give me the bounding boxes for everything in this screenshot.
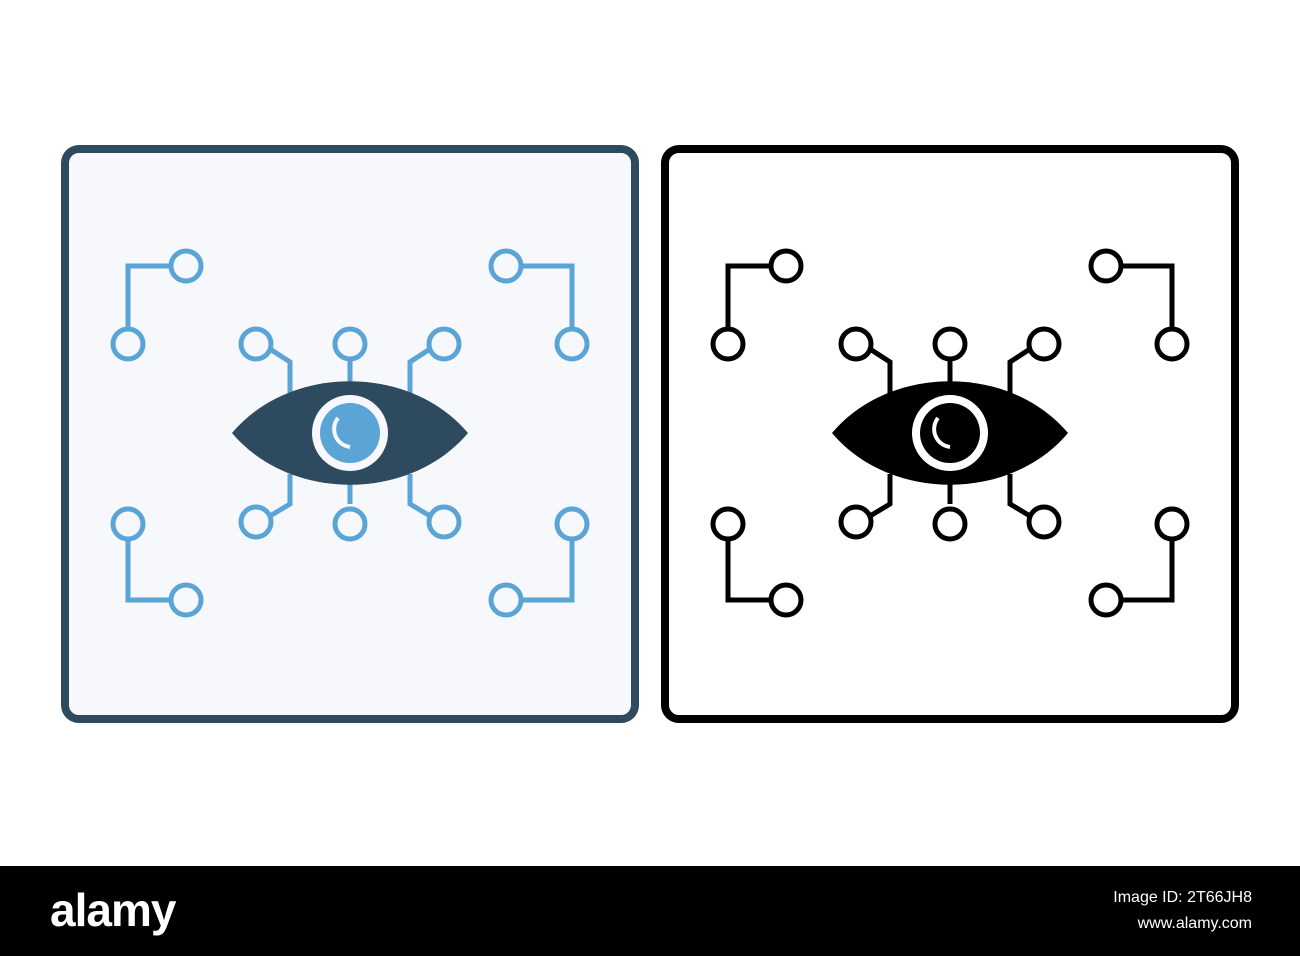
watermark-footer: alamy Image ID: 2T66JH8 www.alamy.com: [0, 866, 1300, 956]
eye-circuit-glyph-icon: [60, 144, 640, 724]
alamy-logo: alamy: [50, 884, 176, 936]
canvas: [60, 144, 1240, 724]
image-id-text: Image ID: 2T66JH8: [1113, 889, 1252, 906]
image-url-text: www.alamy.com: [1137, 915, 1252, 932]
eye-circuit-outline-icon: [660, 144, 1240, 724]
